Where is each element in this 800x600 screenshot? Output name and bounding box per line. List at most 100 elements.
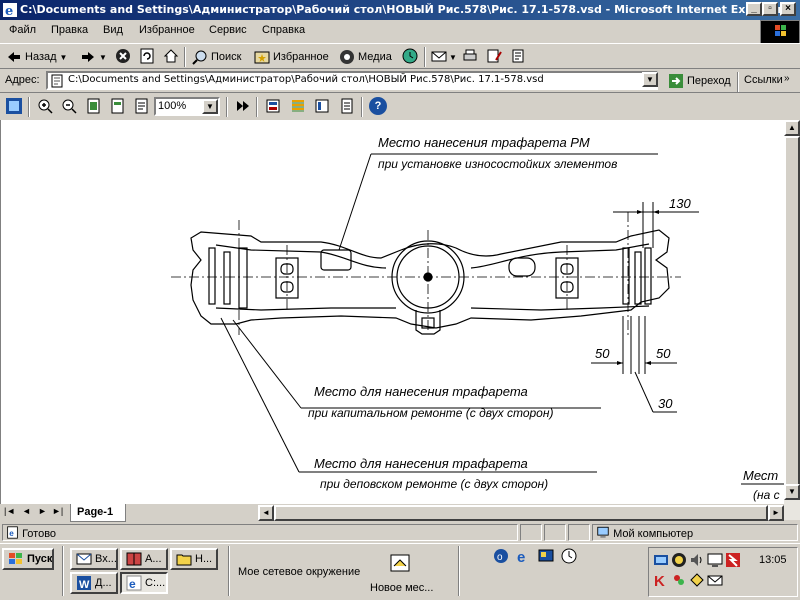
ie-window-icon[interactable]: e (2, 2, 18, 18)
back-dropdown-icon[interactable]: ▼ (59, 52, 68, 62)
task-d[interactable]: W Д... (70, 572, 118, 594)
address-value: C:\Documents and Settings\Администратор\… (68, 74, 544, 85)
last-page-icon[interactable]: ►| (52, 506, 64, 516)
address-input[interactable]: C:\Documents and Settings\Администратор\… (46, 71, 658, 90)
favorites-button[interactable]: Избранное (254, 48, 329, 66)
scroll-right-icon[interactable]: ► (768, 505, 784, 521)
task-n[interactable]: Н... (170, 548, 218, 570)
first-page-icon[interactable]: |◄ (4, 506, 16, 516)
drawing-canvas[interactable]: Место нанесения трафарета РМ при установ… (0, 120, 785, 504)
edit-icon[interactable] (486, 48, 502, 64)
menu-help[interactable]: Справка (262, 24, 306, 36)
label-pm-line2: при установке износостойких элементов (378, 157, 618, 171)
actual-size-icon[interactable] (133, 97, 151, 115)
back-button[interactable]: Назад ▼ (6, 48, 67, 66)
vertical-scrollbar[interactable]: ▲ ▼ (784, 120, 800, 520)
go-label: Переход (687, 75, 731, 87)
help-icon[interactable]: ? (369, 97, 387, 115)
go-button[interactable]: Переход (668, 72, 731, 90)
menu-bar: Файл Правка Вид Избранное Сервис Справка (0, 20, 800, 42)
scroll-down-icon[interactable]: ▼ (784, 484, 800, 500)
svg-text:o: o (497, 552, 503, 563)
page-tab-bar: |◄ ◄ ► ►| Page-1 ◄ ► (0, 504, 784, 522)
scroll-up-icon[interactable]: ▲ (784, 120, 800, 136)
print-icon[interactable] (462, 48, 478, 64)
menu-tools[interactable]: Сервис (209, 24, 247, 36)
zoom-dropdown-icon[interactable]: ▼ (202, 99, 218, 114)
tray-display-icon[interactable] (707, 552, 723, 568)
scroll-thumb[interactable] (784, 136, 800, 500)
dimension-50-right: 50 (656, 346, 671, 361)
forward-arrow-icon (82, 52, 94, 62)
status-text-panel: e Готово (2, 524, 518, 541)
layers-icon[interactable] (264, 97, 282, 115)
quicklaunch-ie-icon[interactable]: e (515, 548, 531, 564)
mail-dropdown-icon[interactable]: ▼ (449, 53, 457, 62)
search-button[interactable]: Поиск (192, 48, 241, 66)
pan-icon[interactable] (234, 97, 252, 115)
start-button[interactable]: Пуск (2, 548, 54, 570)
tray-volume-icon[interactable] (689, 552, 705, 568)
task-a[interactable]: А... (120, 548, 168, 570)
tray-clock[interactable]: 13:05 (759, 554, 787, 566)
tray-mail-icon[interactable] (707, 572, 723, 588)
tray-media-icon[interactable] (671, 552, 687, 568)
title-bar[interactable]: e C:\Documents and Settings\Администрато… (0, 0, 800, 20)
label-cutoff-line1: Мест (743, 468, 779, 483)
restore-button[interactable]: ▫ (762, 2, 778, 16)
tray-antivirus-icon[interactable] (725, 552, 741, 568)
windows-throbber (760, 20, 800, 44)
network-places-label[interactable]: Мое сетевое окружение (238, 566, 361, 578)
stop-icon[interactable] (115, 48, 131, 64)
history-icon[interactable] (402, 48, 418, 64)
address-dropdown-button[interactable]: ▼ (642, 72, 658, 87)
quicklaunch-desktop-icon[interactable] (538, 548, 554, 564)
next-page-icon[interactable]: ► (38, 506, 47, 516)
label-capital-line1: Место для нанесения трафарета (314, 384, 528, 399)
fit-width-icon[interactable] (109, 97, 127, 115)
task-inbox-label: Вх... (95, 553, 117, 565)
forward-dropdown-icon[interactable]: ▼ (99, 52, 107, 62)
close-button[interactable]: × (780, 2, 796, 16)
fit-page-icon[interactable] (85, 97, 103, 115)
scroll-left-icon[interactable]: ◄ (258, 505, 274, 521)
tab-page-1[interactable]: Page-1 (70, 504, 126, 522)
menu-view[interactable]: Вид (103, 24, 123, 36)
pages-icon[interactable] (289, 97, 307, 115)
media-button[interactable]: Медиа (339, 48, 392, 66)
visio-logo-icon[interactable] (5, 97, 23, 115)
links-button[interactable]: Ссылки (744, 74, 783, 86)
menu-edit[interactable]: Правка (51, 24, 89, 36)
zoom-in-icon[interactable] (36, 97, 54, 115)
task-ie-label: C:... (145, 577, 166, 589)
page-done-icon: e (7, 526, 18, 539)
discuss-icon[interactable] (510, 48, 526, 64)
task-ie-active[interactable]: e C:... (120, 572, 168, 594)
horizontal-scrollbar[interactable]: ◄ ► (258, 505, 784, 521)
links-chevron-icon[interactable]: » (784, 73, 790, 84)
tray-update-icon[interactable] (689, 572, 705, 588)
prev-page-icon[interactable]: ◄ (22, 506, 31, 516)
new-place-icon[interactable] (389, 552, 411, 574)
zoom-select[interactable]: 100% ▼ (154, 97, 220, 116)
menu-file[interactable]: Файл (9, 24, 37, 36)
quicklaunch-outlook-icon[interactable]: o (493, 548, 509, 564)
menu-favorites[interactable]: Избранное (139, 24, 195, 36)
minimize-button[interactable]: _ (746, 2, 762, 16)
zoom-value: 100% (158, 100, 187, 112)
task-a-label: А... (145, 553, 162, 565)
tray-kaspersky-icon[interactable]: K (653, 572, 669, 588)
forward-button[interactable]: ▼ (80, 48, 107, 66)
home-icon[interactable] (163, 48, 179, 64)
tray-network-icon[interactable] (653, 552, 669, 568)
mail-icon[interactable] (431, 48, 447, 64)
horizontal-scroll-thumb[interactable] (274, 505, 768, 521)
tray-messenger-icon[interactable] (671, 572, 687, 588)
refresh-icon[interactable] (139, 48, 155, 64)
new-place-label[interactable]: Новое мес... (370, 582, 434, 594)
zoom-out-icon[interactable] (60, 97, 78, 115)
task-inbox[interactable]: Вх... (70, 548, 118, 570)
quicklaunch-clock-icon[interactable] (561, 548, 577, 564)
properties-icon[interactable] (313, 97, 331, 115)
print-page-icon[interactable] (338, 97, 356, 115)
